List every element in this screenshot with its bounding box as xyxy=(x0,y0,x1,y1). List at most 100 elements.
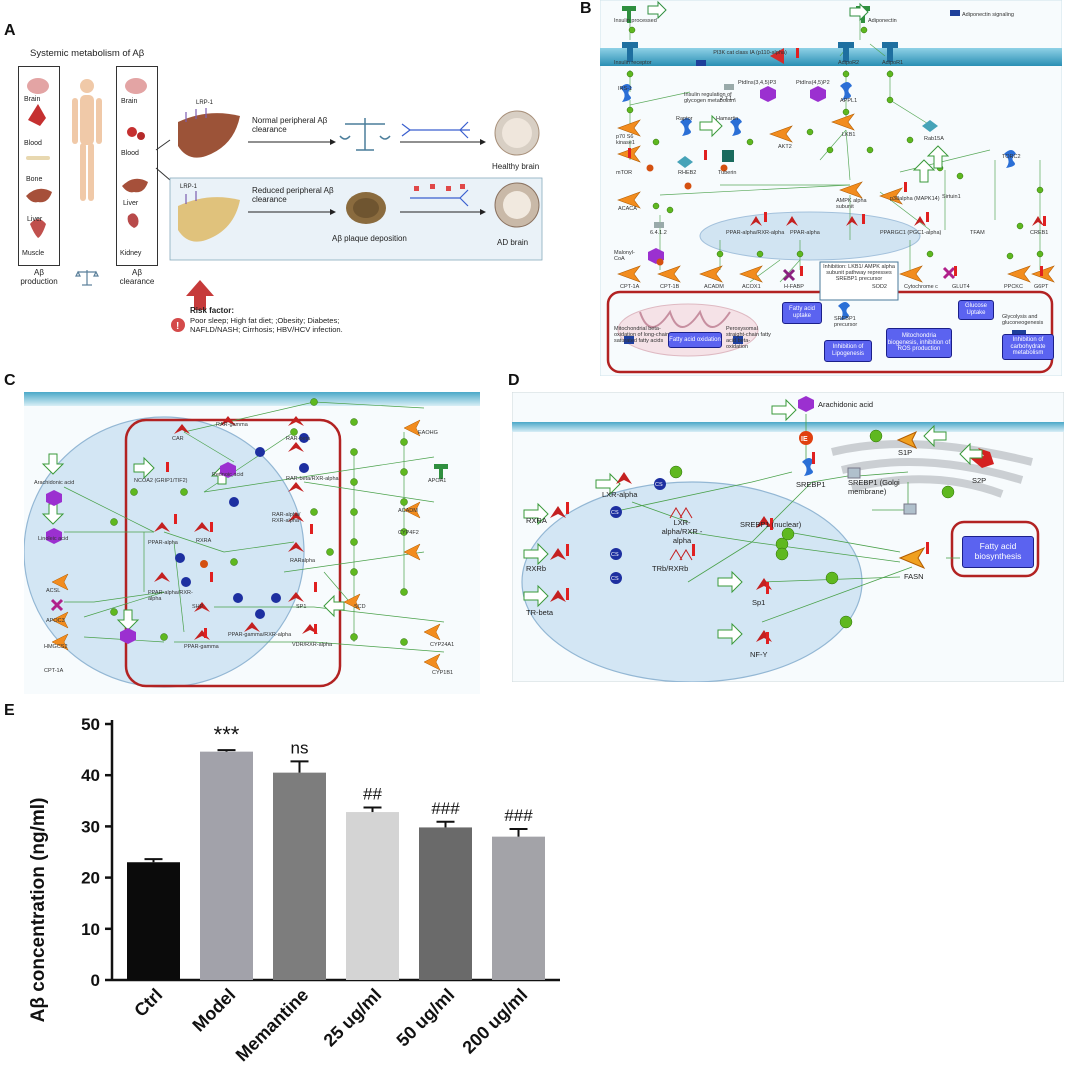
balance-icon xyxy=(75,270,99,286)
clearance-box xyxy=(116,66,158,266)
panel-c-pathway xyxy=(24,392,480,694)
significance-label: ns xyxy=(291,738,309,757)
node-label: SREBP1 (Golgi membrane) xyxy=(848,478,900,496)
bar xyxy=(127,862,180,980)
node-label: Malonyl-CoA xyxy=(614,250,635,262)
node-label: CAR xyxy=(172,436,184,442)
node-label: PPAR-gamma xyxy=(184,644,219,650)
node-label: TRb/RXRb xyxy=(652,564,689,573)
significance-label: ### xyxy=(504,806,533,825)
node-label: Retinoic acid xyxy=(212,472,244,478)
significance-label: ### xyxy=(431,799,460,818)
node-label: CREB1 xyxy=(1030,230,1049,236)
node-label: SOD2 xyxy=(872,284,887,290)
pi3k-icon xyxy=(770,48,784,64)
node-label: APOA1 xyxy=(428,478,447,484)
organ-label: Bone xyxy=(26,176,43,183)
adipor1-icon xyxy=(882,42,898,62)
srebp-precursor-label: SREBP1 precursor xyxy=(834,316,858,328)
srebp1-icon xyxy=(802,458,814,476)
node-label: ACADM xyxy=(398,508,418,514)
panel-a-graphics: ! xyxy=(26,78,543,332)
node-label: RAR-beta xyxy=(286,436,311,442)
significance-label: *** xyxy=(214,722,240,747)
node-label: TFAM xyxy=(970,230,985,236)
node-label: H-FABP xyxy=(784,284,804,290)
risk-factor-text: Poor sleep; High fat diet; ;Obesity; Dia… xyxy=(190,316,343,335)
warning-icon xyxy=(171,318,185,332)
node-label: RAR-gamma xyxy=(216,422,248,428)
organ-label: Brain xyxy=(24,96,41,103)
y-tick-label: 20 xyxy=(81,869,100,888)
arachidonic-acid-icon xyxy=(798,396,814,412)
node-label: RXRb xyxy=(526,564,547,573)
svg-text:CS: CS xyxy=(611,510,619,516)
node-label: ACSL xyxy=(46,588,61,594)
muscle-icon xyxy=(30,219,46,238)
node-label: SREBP1 xyxy=(796,480,826,489)
node-label: PPAR-alpha xyxy=(148,540,178,546)
fatty-acid-biosynthesis-box: Fatty acid biosynthesis xyxy=(962,536,1034,568)
production-box xyxy=(18,66,60,266)
node-label: AdipoR2 xyxy=(838,60,860,66)
liver-icon xyxy=(26,188,52,203)
node-label: VDR/RXR-alpha xyxy=(292,642,333,648)
node-label: PPAR-alpha/RXR-alpha xyxy=(148,590,193,602)
node-label: SHP xyxy=(192,604,204,610)
organ-label: Kidney xyxy=(120,250,142,257)
node-label: Arachidonic acid xyxy=(34,480,75,486)
node-label: G6PT xyxy=(1034,284,1049,290)
svg-text:IE: IE xyxy=(801,436,808,443)
healthy-brain-label: Healthy brain xyxy=(492,162,540,171)
panel-a-title: Systemic metabolism of Aβ xyxy=(30,48,145,59)
node-label: CYP24A1 xyxy=(430,642,455,648)
node-label: PPAR-gamma/RXR-alpha xyxy=(228,632,292,638)
node-label: APPL1 xyxy=(840,98,858,104)
glucose-uptake-box: Glucose Uptake xyxy=(958,300,994,320)
panel-a-label: A xyxy=(4,22,16,39)
production-caption: Aβ production xyxy=(20,268,58,286)
adipor2-icon xyxy=(838,42,854,62)
ad-brain-label: AD brain xyxy=(497,238,529,247)
bar xyxy=(492,836,545,980)
blood-icon xyxy=(127,127,137,137)
bar-chart: Aβ concentration (ng/ml) 01020304050Ctrl… xyxy=(28,715,560,1065)
node-label: CPT-1A xyxy=(44,668,64,674)
liver-icon xyxy=(178,113,240,158)
node-label: EAOHG xyxy=(418,430,438,436)
y-axis-label: Aβ concentration (ng/ml) xyxy=(28,798,49,1023)
node-label: AdipoR1 xyxy=(882,60,904,66)
node-label: Cytochrome c xyxy=(904,284,938,290)
blood-icon xyxy=(28,104,46,126)
node-label: Hamartin xyxy=(716,116,739,122)
panel-b-pathway xyxy=(600,0,1062,376)
node-label: p38alpha (MAPK14) xyxy=(890,196,940,202)
input-arrow-icon xyxy=(926,145,950,169)
y-tick-label: 10 xyxy=(81,920,100,939)
node-label: RARalpha xyxy=(290,558,316,564)
node-label: GLUT4 xyxy=(952,284,970,290)
scale-icon xyxy=(339,118,391,151)
node-label: CPT-1A xyxy=(620,284,640,290)
node-label: Sp1 xyxy=(752,598,766,607)
panel-d-label: D xyxy=(508,372,520,389)
organ-label: Liver xyxy=(123,200,139,207)
fatty-acid-uptake-box: Fatty acid uptake xyxy=(782,302,822,324)
normal-clearance-text: Normal peripheral Aβ clearance xyxy=(252,116,328,134)
node-label: SCD xyxy=(354,604,366,610)
bar xyxy=(346,812,399,980)
insulin-ligand-icon xyxy=(622,6,636,23)
organ-label: Blood xyxy=(121,150,139,157)
y-tick-label: 30 xyxy=(81,817,100,836)
input-arrow-icon xyxy=(849,2,869,22)
node-label: SP1 xyxy=(296,604,307,610)
significance-label: ## xyxy=(363,784,382,803)
human-figure-icon xyxy=(72,79,102,201)
node-label: Adiponectin signaling xyxy=(962,12,1014,18)
y-tick-label: 50 xyxy=(81,715,100,734)
node-label: Sirtuin1 xyxy=(942,194,961,200)
x-tick-label: 25 ug/ml xyxy=(320,985,386,1051)
organ-label: Blood xyxy=(24,140,42,147)
y-tick-label: 0 xyxy=(91,971,100,990)
